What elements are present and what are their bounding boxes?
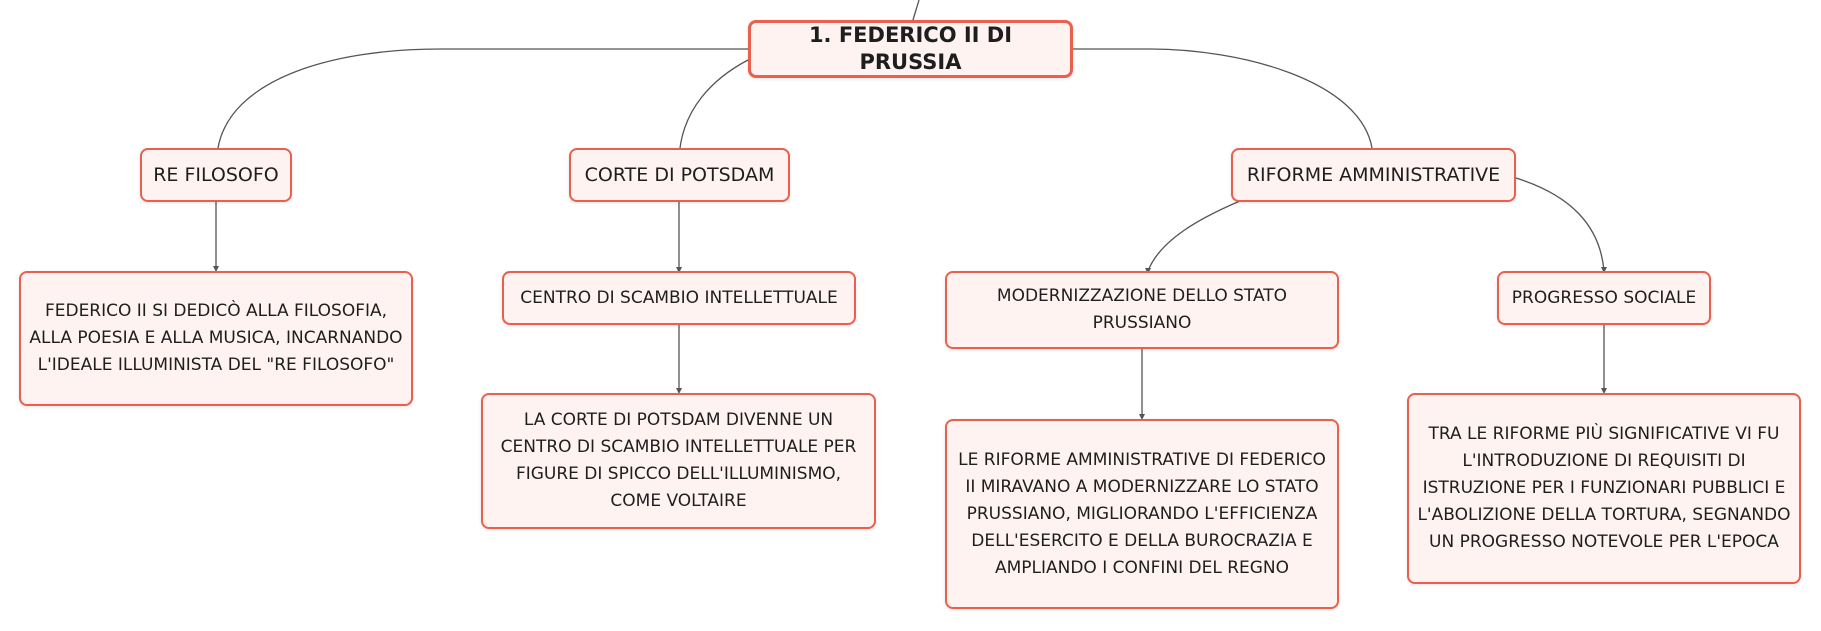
- node-root-label: 1. FEDERICO II DI PRUSSIA: [808, 23, 1013, 74]
- node-progresso-detail[interactable]: TRA LE RIFORME PIÙ SIGNIFICATIVE VI FU L…: [1407, 393, 1801, 584]
- arrowhead-riforme-progresso: [1601, 267, 1607, 273]
- node-modernizzazione-detail-text: LE RIFORME AMMINISTRATIVE DI FEDERICO II…: [958, 449, 1326, 578]
- connector-root-corte: [679, 59, 749, 149]
- node-progresso-label: PROGRESSO SOCIALE: [1511, 287, 1697, 308]
- connector-riforme-progresso: [1515, 177, 1605, 272]
- arrowhead-corte-sub: [676, 267, 682, 273]
- node-re-filosofo-label: RE FILOSOFO: [153, 163, 279, 186]
- node-centro-scambio[interactable]: CENTRO DI SCAMBIO INTELLETTUALE: [502, 271, 856, 325]
- node-progresso-detail-text: TRA LE RIFORME PIÙ SIGNIFICATIVE VI FU L…: [1417, 424, 1791, 552]
- arrowhead-progresso-detail: [1601, 388, 1607, 394]
- node-modernizzazione-detail[interactable]: LE RIFORME AMMINISTRATIVE DI FEDERICO II…: [945, 419, 1339, 609]
- node-root[interactable]: 1. FEDERICO II DI PRUSSIA: [748, 20, 1073, 78]
- node-modernizzazione[interactable]: MODERNIZZAZIONE DELLO STATO PRUSSIANO: [945, 271, 1339, 349]
- connector-riforme-modernizzazione: [1147, 200, 1241, 272]
- arrowhead-re-filosofo-detail: [213, 266, 219, 272]
- node-riforme-amministrative[interactable]: RIFORME AMMINISTRATIVE: [1231, 148, 1516, 202]
- arrowhead-corte-detail: [676, 388, 682, 394]
- node-corte-detail-text: LA CORTE DI POTSDAM DIVENNE UN CENTRO DI…: [500, 410, 857, 511]
- connector-root-parent: [912, 0, 920, 21]
- connector-root-riforme: [1073, 48, 1373, 149]
- node-re-filosofo[interactable]: RE FILOSOFO: [140, 148, 292, 202]
- node-corte-detail[interactable]: LA CORTE DI POTSDAM DIVENNE UN CENTRO DI…: [481, 393, 876, 529]
- node-re-filosofo-detail-text: FEDERICO II SI DEDICÒ ALLA FILOSOFIA, AL…: [29, 301, 403, 375]
- node-centro-scambio-label: CENTRO DI SCAMBIO INTELLETTUALE: [520, 287, 838, 308]
- node-corte-potsdam-label: CORTE DI POTSDAM: [584, 163, 775, 186]
- node-re-filosofo-detail[interactable]: FEDERICO II SI DEDICÒ ALLA FILOSOFIA, AL…: [19, 271, 413, 406]
- connector-root-re-filosofo: [217, 48, 748, 149]
- node-progresso-sociale[interactable]: PROGRESSO SOCIALE: [1497, 271, 1711, 325]
- arrowhead-modernizzazione-detail: [1139, 414, 1145, 420]
- node-modernizzazione-label: MODERNIZZAZIONE DELLO STATO PRUSSIANO: [996, 286, 1288, 333]
- node-riforme-label: RIFORME AMMINISTRATIVE: [1246, 163, 1501, 186]
- node-corte-potsdam[interactable]: CORTE DI POTSDAM: [569, 148, 790, 202]
